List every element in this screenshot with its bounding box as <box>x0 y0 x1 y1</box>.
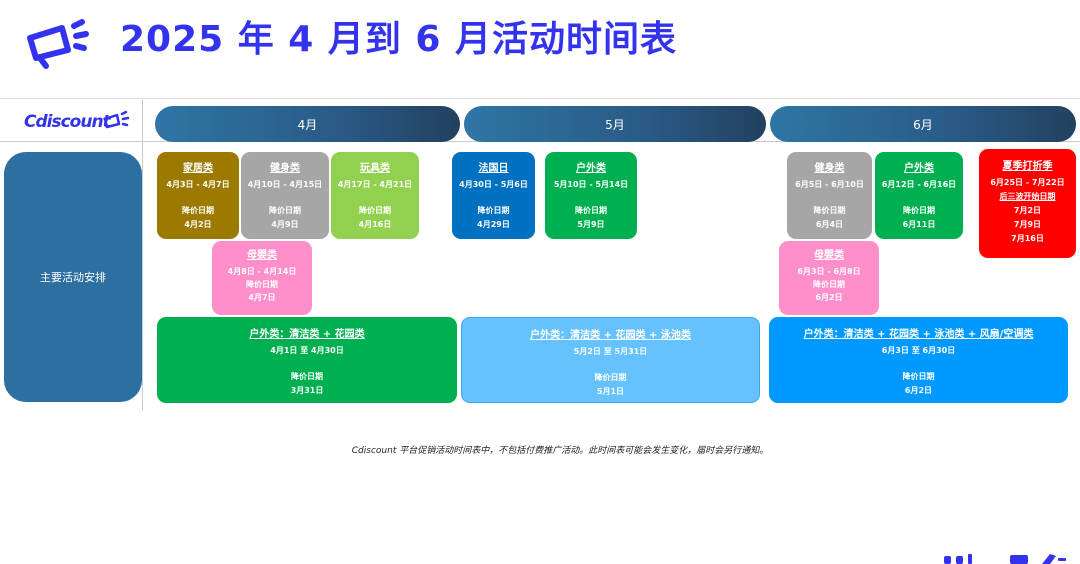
event-title: 母婴类 <box>247 250 277 261</box>
event-dates: 4月1日 至 4月30日 <box>270 346 344 355</box>
logo-megaphone-icon <box>103 110 130 129</box>
event-title: 法国日 <box>478 163 509 174</box>
event-dates: 5月2日 至 5月31日 <box>573 347 648 356</box>
event-title: 玩具类 <box>360 163 390 174</box>
event-card-home: 家居类 4月3日 - 4月7日 降价日期 4月2日 <box>157 152 239 239</box>
price-drop-label: 降价日期 <box>359 206 391 215</box>
price-drop-label: 降价日期 <box>903 206 935 215</box>
event-card-baby-june: 母婴类 6月3日 - 6月8日 降价日期 6月2日 <box>779 241 879 315</box>
price-drop-label: 降价日期 <box>813 280 845 289</box>
price-drop-date: 4月16日 <box>358 220 392 229</box>
partial-logo-icon <box>944 554 1066 564</box>
footnote: Cdiscount 平台促销活动时间表中，不包括付费推广活动。此时间表可能会发生… <box>351 446 769 456</box>
price-drop-label: 降价日期 <box>575 206 607 215</box>
price-drop-date: 4月7日 <box>248 293 276 302</box>
event-card-fitness-april: 健身类 4月10日 - 4月15日 降价日期 4月9日 <box>241 152 329 239</box>
event-title: 家居类 <box>183 163 213 174</box>
price-drop-date: 5月1日 <box>596 387 625 396</box>
wide-event-may: 户外类：清洁类 + 花园类 + 泳池类 5月2日 至 5月31日 降价日期 5月… <box>461 317 760 403</box>
price-drop-label: 降价日期 <box>902 372 935 381</box>
event-title: 户外类：清洁类 + 花园类 <box>249 329 365 340</box>
row-label-main-activities: 主要活动安排 <box>4 152 142 402</box>
event-dates: 6月5日 - 6月10日 <box>795 180 864 189</box>
event-title: 夏季打折季 <box>1002 161 1053 172</box>
event-dates: 4月10日 - 4月15日 <box>247 180 323 189</box>
price-drop-label: 降价日期 <box>269 206 301 215</box>
event-title: 健身类 <box>270 163 300 174</box>
month-bar-april: 4月 <box>155 106 460 142</box>
event-card-summer-sale: 夏季打折季 6月25日 - 7月22日 后三波开始日期 7月2日 7月9日 7月… <box>979 149 1076 258</box>
event-dates: 6月12日 - 6月16日 <box>881 180 957 189</box>
event-dates: 4月17日 - 4月21日 <box>337 180 413 189</box>
event-card-france-day: 法国日 4月30日 - 5月6日 降价日期 4月29日 <box>452 152 535 239</box>
price-drop-label: 降价日期 <box>246 280 278 289</box>
event-title: 户外类：清洁类 + 花园类 + 泳池类 <box>530 330 691 341</box>
price-drop-date: 6月4日 <box>815 220 844 229</box>
wide-event-april: 户外类：清洁类 + 花园类 4月1日 至 4月30日 降价日期 3月31日 <box>157 317 457 403</box>
event-card-outdoor-may: 户外类 5月10日 - 5月14日 降价日期 5月9日 <box>545 152 637 239</box>
event-card-toys: 玩具类 4月17日 - 4月21日 降价日期 4月16日 <box>331 152 419 239</box>
event-title: 户外类：清洁类 + 花园类 + 泳池类 + 风扇/空调类 <box>803 329 1034 340</box>
price-drop-date: 6月2日 <box>815 293 843 302</box>
event-dates: 4月3日 - 4月7日 <box>166 180 230 189</box>
price-drop-date: 4月9日 <box>271 220 299 229</box>
price-drop-date: 5月9日 <box>577 220 605 229</box>
cdiscount-logo: Cdiscount <box>24 112 111 132</box>
header-divider <box>0 98 1080 99</box>
label-column-divider <box>142 100 143 410</box>
event-card-baby-april: 母婴类 4月8日 - 4月14日 降价日期 4月7日 <box>212 241 312 315</box>
price-drop-label: 降价日期 <box>477 206 510 215</box>
event-dates: 6月3日 至 6月30日 <box>881 346 956 355</box>
event-title: 户外类 <box>904 163 934 174</box>
event-card-outdoor-june: 户外类 6月12日 - 6月16日 降价日期 6月11日 <box>875 152 963 239</box>
page-title: 2025 年 4 月到 6 月活动时间表 <box>120 19 677 60</box>
event-dates: 5月10日 - 5月14日 <box>553 180 629 189</box>
wave-date: 7月9日 <box>1013 220 1042 229</box>
price-drop-date: 6月11日 <box>902 220 936 229</box>
wave-subtitle: 后三波开始日期 <box>999 192 1056 201</box>
event-dates: 4月8日 - 4月14日 <box>227 267 297 276</box>
megaphone-icon <box>27 19 89 69</box>
price-drop-label: 降价日期 <box>594 373 627 382</box>
event-dates: 6月3日 - 6月8日 <box>797 267 861 276</box>
event-dates: 4月30日 - 5月6日 <box>459 180 528 189</box>
event-dates: 6月25日 - 7月22日 <box>990 178 1065 187</box>
event-card-fitness-june: 健身类 6月5日 - 6月10日 降价日期 6月4日 <box>787 152 872 239</box>
price-drop-date: 6月2日 <box>904 386 933 395</box>
price-drop-date: 3月31日 <box>290 386 324 395</box>
wave-date: 7月16日 <box>1011 234 1044 243</box>
event-title: 户外类 <box>576 163 606 174</box>
wide-event-june: 户外类：清洁类 + 花园类 + 泳池类 + 风扇/空调类 6月3日 至 6月30… <box>769 317 1068 403</box>
event-title: 母婴类 <box>814 250 844 261</box>
price-drop-label: 降价日期 <box>182 206 214 215</box>
price-drop-date: 4月2日 <box>184 220 212 229</box>
price-drop-label: 降价日期 <box>291 372 323 381</box>
price-drop-date: 4月29日 <box>477 220 510 229</box>
wave-date: 7月2日 <box>1013 206 1042 215</box>
month-bar-may: 5月 <box>464 106 766 142</box>
price-drop-label: 降价日期 <box>813 206 846 215</box>
event-title: 健身类 <box>814 163 845 174</box>
month-bar-june: 6月 <box>770 106 1076 142</box>
